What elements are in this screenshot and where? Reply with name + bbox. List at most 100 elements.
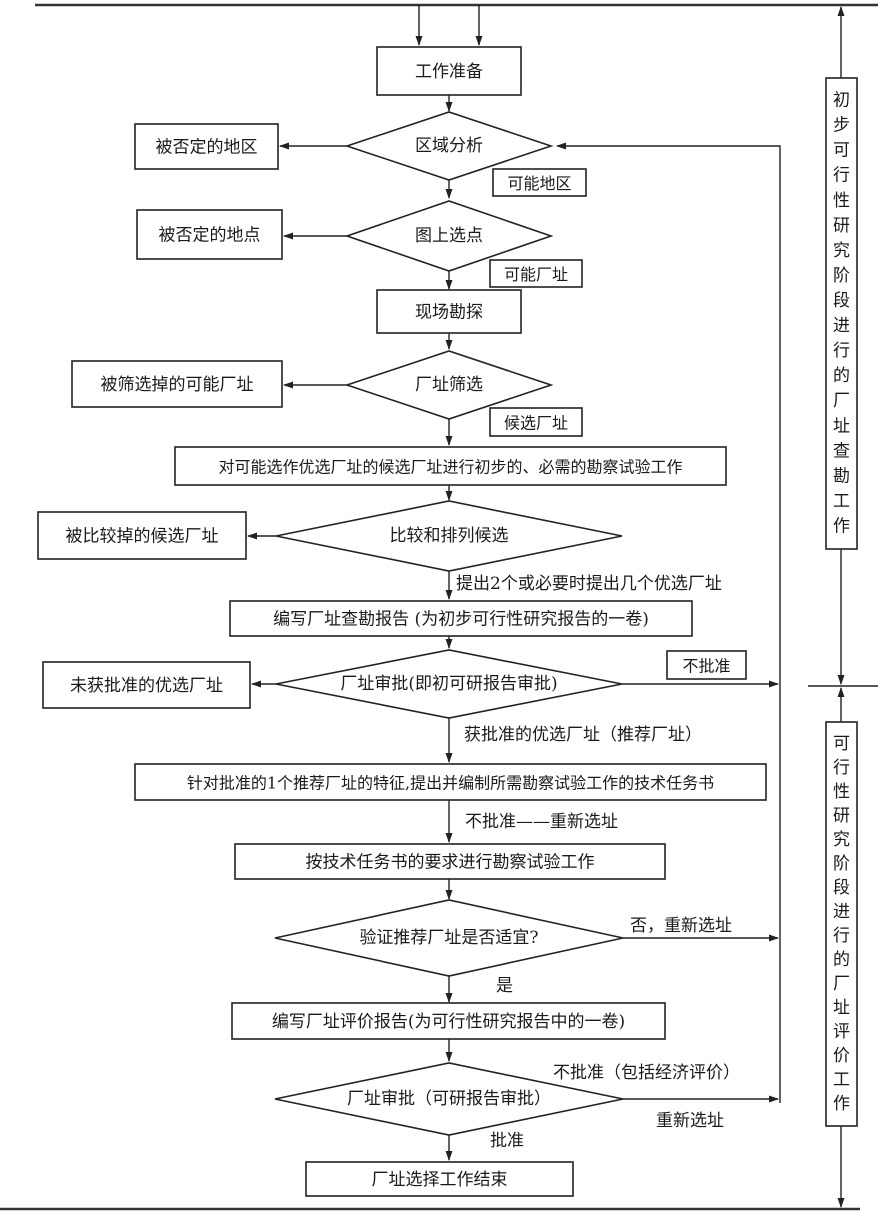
label-no-reselect: 否，重新选址: [630, 916, 732, 936]
decision-approval-2-label: 厂址审批（可研报告审批）: [347, 1089, 551, 1109]
phase-preliminary-feasibility-char: 的: [833, 366, 850, 386]
tag-possible-region: 可能地区: [492, 168, 587, 197]
node-field-survey-label: 现场勘探: [415, 303, 483, 323]
phase-feasibility-char: 的: [833, 950, 850, 970]
node-field-survey-frame: [376, 289, 522, 334]
node-prelim-survey-frame: [174, 446, 727, 486]
node-unapproved-preferred-label: 未获批准的优选厂址: [70, 676, 223, 696]
label-not-approved-econ: 不批准（包括经济评价）: [553, 1063, 740, 1083]
phase-preliminary-feasibility-char: 址: [833, 416, 850, 436]
node-eval-report-frame: [231, 1002, 666, 1040]
decision-approval-1-label: 厂址审批(即初可研报告审批): [340, 674, 557, 694]
tag-possible-site-frame: [489, 259, 583, 288]
tag-possible-site: 可能厂址: [489, 259, 583, 288]
decision-compare-rank-frame: [275, 500, 623, 572]
label-approved: 批准: [490, 1131, 524, 1151]
node-survey-report-label: 编写厂址查勘报告 (为初步可行性研究报告的一卷): [273, 610, 649, 630]
decision-verify-site-label: 验证推荐厂址是否适宜?: [359, 928, 538, 948]
phase-preliminary-feasibility-char: 段: [833, 291, 850, 311]
decision-site-screening-frame: [344, 350, 554, 420]
label-reselect: 重新选址: [656, 1111, 724, 1131]
node-eval-report-label: 编写厂址评价报告(为可行性研究报告中的一卷): [272, 1012, 625, 1032]
phase-feasibility-char: 厂: [833, 974, 850, 994]
node-end-label: 厂址选择工作结束: [372, 1170, 508, 1190]
label-approved-preferred: 获批准的优选厂址（推荐厂址）: [464, 725, 702, 745]
tag-candidate-site: 候选厂址: [489, 407, 583, 437]
decision-map-selection: 图上选点: [344, 200, 554, 272]
feedback-loop-line: [556, 142, 781, 1103]
phase-preliminary-feasibility-char: 厂: [833, 391, 850, 411]
node-survey-report-frame: [229, 600, 693, 637]
phase-preliminary-feasibility-char: 性: [833, 191, 850, 211]
node-rejected-point-frame: [136, 209, 283, 260]
node-rejected-region-frame: [134, 123, 279, 170]
tag-candidate-site-frame: [489, 407, 583, 437]
phase-feasibility-char: 性: [833, 782, 850, 802]
node-survey-work-frame: [234, 843, 666, 880]
decision-approval-1-frame: [275, 649, 623, 719]
label-yes: 是: [496, 976, 513, 996]
phase-preliminary-feasibility-char: 工: [833, 491, 850, 511]
node-compared-out: 被比较掉的候选厂址: [37, 511, 247, 560]
phase-feasibility-frame: [825, 721, 858, 1127]
decision-region-analysis-label: 区域分析: [415, 136, 483, 156]
phase-preliminary-feasibility-char: 阶: [833, 266, 850, 286]
node-rejected-region-label: 被否定的地区: [156, 138, 258, 158]
label-not-approved-reselect: 不批准——重新选址: [465, 812, 618, 832]
tag-possible-site-label: 可能厂址: [504, 265, 568, 284]
phase-feasibility-char: 研: [833, 806, 850, 826]
phase-preliminary-feasibility-char: 进: [833, 316, 850, 336]
decision-verify-site-frame: [274, 899, 624, 977]
node-prelim-survey-label: 对可能选作优选厂址的候选厂址进行初步的、必需的勘察试验工作: [218, 458, 682, 477]
node-end-frame: [305, 1161, 574, 1197]
decision-site-screening: 厂址筛选: [344, 350, 554, 420]
phase-feasibility-char: 究: [833, 830, 850, 850]
phase-preliminary-feasibility-char: 初: [833, 91, 850, 111]
phase-preliminary-feasibility-char: 查: [833, 441, 850, 461]
node-end: 厂址选择工作结束: [305, 1161, 574, 1197]
node-prep-label: 工作准备: [415, 62, 483, 82]
node-task-book-label: 针对批准的1个推荐厂址的特征,提出并编制所需勘察试验工作的技术任务书: [187, 774, 714, 793]
phase-feasibility-char: 评: [833, 1022, 850, 1042]
phase-preliminary-feasibility-char: 步: [833, 116, 850, 136]
decision-approval-2-frame: [274, 1062, 624, 1136]
phase-feasibility-char: 行: [833, 758, 850, 778]
node-compared-out-label: 被比较掉的候选厂址: [66, 527, 219, 547]
node-screened-out: 被筛选掉的可能厂址: [71, 360, 283, 408]
node-rejected-region: 被否定的地区: [134, 123, 279, 170]
node-survey-work-label: 按技术任务书的要求进行勘察试验工作: [306, 853, 595, 873]
tag-candidate-site-label: 候选厂址: [504, 414, 568, 433]
tag-not-approved: 不批准: [666, 650, 747, 680]
phase-feasibility-char: 价: [833, 1046, 850, 1066]
decision-compare-rank-label: 比较和排列候选: [390, 526, 509, 546]
node-survey-work: 按技术任务书的要求进行勘察试验工作: [234, 843, 666, 880]
phase-feasibility-char: 址: [833, 998, 850, 1018]
node-prelim-survey: 对可能选作优选厂址的候选厂址进行初步的、必需的勘察试验工作: [174, 446, 727, 486]
node-task-book: 针对批准的1个推荐厂址的特征,提出并编制所需勘察试验工作的技术任务书: [134, 763, 767, 801]
decision-map-selection-label: 图上选点: [415, 226, 483, 246]
phase-preliminary-feasibility-char: 研: [833, 216, 850, 236]
phase-preliminary-feasibility-char: 究: [833, 241, 850, 261]
node-prep-frame: [376, 46, 522, 96]
node-eval-report: 编写厂址评价报告(为可行性研究报告中的一卷): [231, 1002, 666, 1040]
node-field-survey: 现场勘探: [376, 289, 522, 334]
decision-map-selection-frame: [344, 200, 554, 272]
phase-feasibility-char: 可: [833, 734, 850, 754]
phase-feasibility-char: 行: [833, 926, 850, 946]
phase-preliminary-feasibility-char: 可: [833, 141, 850, 161]
node-survey-report: 编写厂址查勘报告 (为初步可行性研究报告的一卷): [229, 600, 693, 637]
tag-not-approved-frame: [666, 650, 747, 680]
phase-preliminary-feasibility-char: 勘: [833, 466, 850, 486]
phase-preliminary-feasibility-char: 行: [833, 341, 850, 361]
decision-region-analysis-frame: [344, 111, 554, 181]
node-unapproved-preferred: 未获批准的优选厂址: [42, 661, 251, 709]
decision-approval-2: 厂址审批（可研报告审批）: [274, 1062, 624, 1136]
node-rejected-point: 被否定的地点: [136, 209, 283, 260]
decision-approval-1: 厂址审批(即初可研报告审批): [275, 649, 623, 719]
node-rejected-point-label: 被否定的地点: [159, 226, 261, 246]
node-task-book-frame: [134, 763, 767, 801]
decision-site-screening-label: 厂址筛选: [415, 375, 483, 395]
